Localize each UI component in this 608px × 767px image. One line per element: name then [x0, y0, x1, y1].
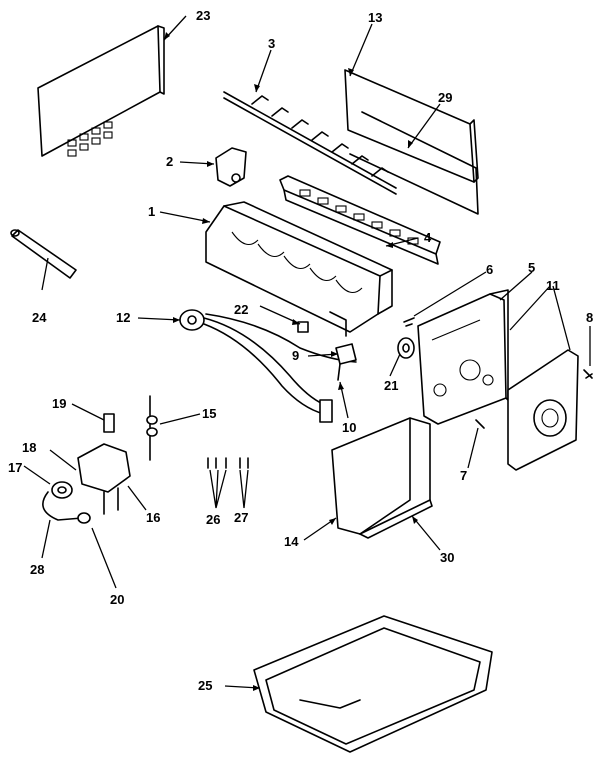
part-21-gear	[397, 337, 415, 359]
part-8-screw	[583, 369, 593, 379]
callout-4: 4	[424, 230, 432, 245]
part-5-control-housing	[417, 289, 509, 425]
callout-29: 29	[438, 90, 452, 105]
callout-13: 13	[368, 10, 382, 25]
part-4-stripper	[279, 175, 441, 265]
callout-25: 25	[198, 678, 212, 693]
callout-17: 17	[8, 460, 22, 475]
callout-11: 11	[546, 278, 560, 293]
callout-6: 6	[486, 262, 493, 277]
part-9-bracket	[335, 343, 357, 381]
callout-21: 21	[384, 378, 398, 393]
part-3-ejector	[223, 91, 397, 195]
callout-15: 15	[202, 406, 216, 421]
part-28-wire	[42, 491, 83, 521]
part-20-connector	[77, 512, 91, 524]
leader-lines	[23, 15, 591, 689]
part-26-screws	[207, 457, 227, 469]
callout-19: 19	[52, 396, 66, 411]
callout-14: 14	[284, 534, 299, 549]
part-13-plate	[344, 69, 479, 183]
part-7-screw	[475, 419, 485, 429]
callout-3: 3	[268, 36, 275, 51]
callout-27: 27	[234, 510, 248, 525]
callout-1: 1	[148, 204, 155, 219]
part-2-bearing	[215, 147, 247, 187]
part-29-bail-wire	[349, 111, 479, 215]
callout-7: 7	[460, 468, 467, 483]
callout-24: 24	[32, 310, 47, 325]
part-24-tube	[10, 229, 77, 279]
part-27-screws	[239, 457, 249, 469]
callout-20: 20	[110, 592, 124, 607]
callout-8: 8	[586, 310, 593, 325]
callout-2: 2	[166, 154, 173, 169]
part-16-water-valve	[51, 443, 131, 515]
part-1-mold	[205, 201, 393, 337]
part-6-screw	[403, 317, 415, 327]
callout-22: 22	[234, 302, 248, 317]
callout-23: 23	[196, 8, 210, 23]
leader-arrowheads	[164, 32, 418, 691]
part-23-cover-plate	[37, 25, 165, 157]
callout-10: 10	[342, 420, 356, 435]
callout-28: 28	[30, 562, 44, 577]
callout-30: 30	[440, 550, 454, 565]
callout-labels: 23 3 13 29 2 1 4 6 5 11 8 12 22 9 10 21 …	[8, 8, 593, 693]
part-30-cover-shield	[359, 499, 433, 539]
callout-26: 26	[206, 512, 220, 527]
callout-18: 18	[22, 440, 36, 455]
part-22-clip	[297, 321, 309, 333]
part-15-clip	[146, 395, 158, 461]
part-14-cover	[331, 417, 431, 535]
part-11-motor	[507, 349, 579, 471]
callout-5: 5	[528, 260, 535, 275]
part-25-ice-bin	[253, 615, 493, 753]
callout-12: 12	[116, 310, 130, 325]
callout-16: 16	[146, 510, 160, 525]
part-19-fitting	[103, 413, 115, 433]
callout-9: 9	[292, 348, 299, 363]
